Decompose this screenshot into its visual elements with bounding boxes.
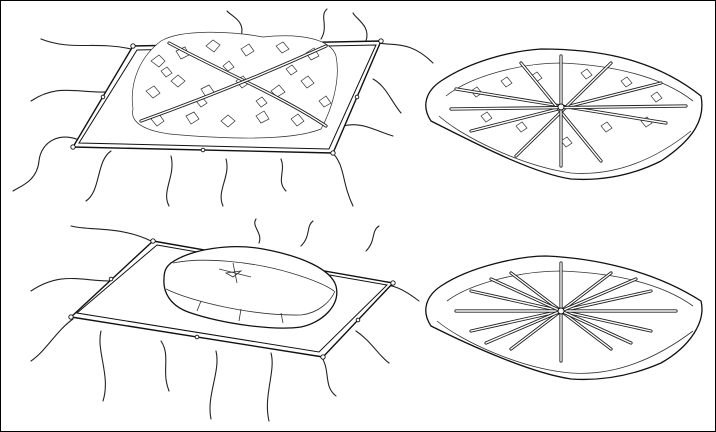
panel-bundle-straps-radiating: [426, 256, 702, 379]
panel4-bundle-outline: [426, 256, 702, 379]
panel-wrapped-bundle-on-tarp: [31, 219, 419, 421]
panel1-leaf-pile: [132, 32, 337, 138]
panel-tarp-with-leaves: [13, 9, 433, 206]
panel-bundle-leaves-visible: [426, 49, 702, 179]
